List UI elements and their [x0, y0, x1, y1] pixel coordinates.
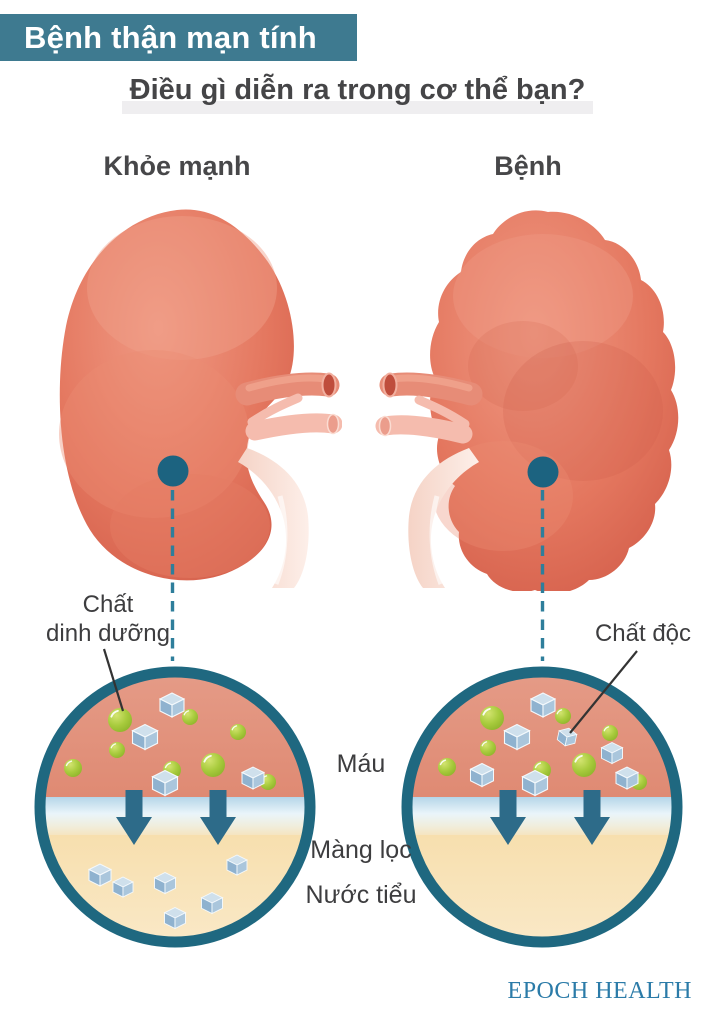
diseased-kidney-body: [430, 210, 679, 591]
title-banner: Bệnh thận mạn tính: [0, 14, 357, 61]
kidney-highlight: [453, 234, 633, 358]
circle-border: [34, 666, 316, 948]
toxins-pointer-line: [569, 650, 638, 734]
page-subtitle: Điều gì diễn ra trong cơ thể bạn?: [121, 74, 594, 114]
healthy-renal-vein-icon: [245, 393, 342, 441]
nutrients-label-line1: Chất: [82, 591, 134, 618]
diseased-ureter-icon: [408, 448, 479, 588]
page-title: Bệnh thận mạn tính: [24, 19, 317, 55]
filtration-arrow-icons: [116, 790, 236, 845]
kidney-highlight: [59, 350, 249, 518]
filtration-arrow-icons: [490, 790, 610, 845]
healthy-kidney-body: [59, 209, 294, 581]
membrane-layer: [44, 797, 306, 837]
nutrients-label: Chất dinh dưỡng: [46, 590, 170, 648]
healthy-ureter-icon: [238, 448, 309, 588]
circle-border: [401, 666, 683, 948]
nutrients-label-line2: dinh dưỡng: [46, 620, 170, 647]
membrane-label: Màng lọc: [310, 836, 412, 864]
kidney-highlight: [87, 216, 277, 360]
subtitle-row: Điều gì diễn ra trong cơ thể bạn?: [0, 74, 715, 114]
blood-label: Máu: [336, 750, 386, 778]
kidney-shadow-patch: [468, 321, 578, 411]
kidney-highlight: [110, 474, 270, 578]
healthy-renal-artery-icon: [235, 372, 340, 406]
diseased-renal-vein-icon: [375, 395, 473, 444]
urine-label: Nước tiểu: [305, 881, 417, 909]
membrane-layer: [411, 797, 673, 837]
healthy-column-label: Khỏe mạnh: [103, 151, 251, 181]
kidney-shadow-patch: [503, 341, 663, 481]
diseased-filtration-circle: [401, 666, 683, 948]
nutrients-pointer-line: [102, 648, 125, 712]
toxins-label: Chất độc: [594, 620, 692, 647]
healthy-filtration-circle: [34, 666, 316, 948]
diseased-kidney-illustration: [375, 210, 679, 591]
diseased-renal-artery-icon: [379, 372, 483, 406]
healthy-sample-dot: [157, 455, 189, 487]
healthy-kidney-illustration: [59, 209, 342, 588]
diseased-sample-dot: [527, 456, 559, 488]
brand-footer: EPOCH HEALTH: [507, 978, 692, 1004]
diseased-column-label: Bệnh: [494, 151, 562, 181]
